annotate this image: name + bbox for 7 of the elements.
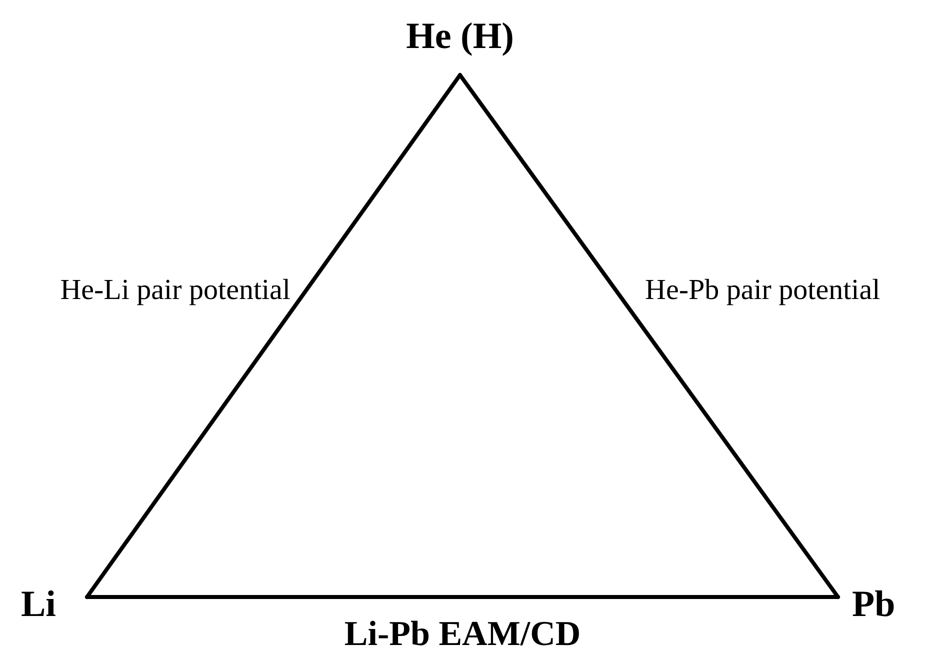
edge-label: Li-Pb EAM/CD — [344, 616, 581, 651]
vertex-label: Pb — [852, 586, 896, 623]
triangle-side — [85, 595, 840, 599]
edge-label: He-Pb pair potential — [645, 276, 880, 305]
vertex-label: He (H) — [406, 18, 514, 55]
edge-label: He-Li pair potential — [60, 276, 290, 305]
vertex-label: Li — [21, 586, 56, 623]
